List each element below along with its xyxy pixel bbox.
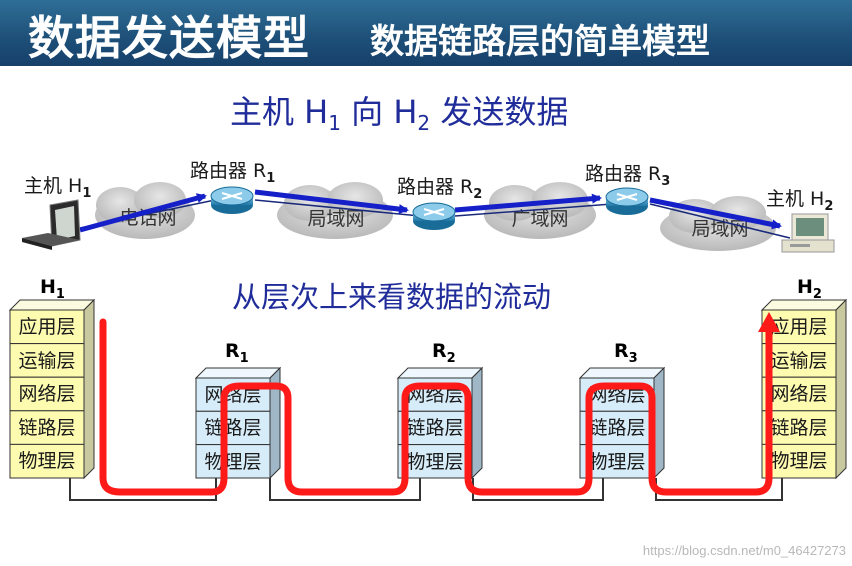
protocol-stack-h1: 应用层 运输层 网络层 链路层 物理层 xyxy=(8,298,96,480)
layer-label: 网络层 xyxy=(18,383,75,405)
stack-title-r1: R1 xyxy=(225,340,249,366)
protocol-stack-h2: 应用层 运输层 网络层 链路层 物理层 xyxy=(760,298,848,480)
layer-label: 网络层 xyxy=(770,383,827,405)
stack-title-h2: H2 xyxy=(797,276,822,302)
cloud-wan: 广域网 xyxy=(484,182,596,239)
middle-caption: 从层次上来看数据的流动 xyxy=(232,280,551,314)
router-icon xyxy=(605,187,649,215)
data-flow-arrowhead xyxy=(758,312,780,332)
data-flow-path xyxy=(99,318,773,496)
top-caption: 主机 H1 向 H2 发送数据 xyxy=(230,93,568,135)
stack-title-h1: H1 xyxy=(40,276,65,302)
watermark: https://blog.csdn.net/m0_46427273 xyxy=(642,543,846,558)
router-label: 路由器 R2 xyxy=(397,176,482,202)
router-icon xyxy=(210,186,254,214)
cloud-lan-1: 局域网 xyxy=(277,182,393,239)
slide-subtitle: 数据链路层的简单模型 xyxy=(370,22,710,62)
layer-label: 链路层 xyxy=(18,417,75,439)
layer-label: 链路层 xyxy=(770,417,827,439)
layer-label: 物理层 xyxy=(18,450,75,472)
protocol-stack-r2: 网络层 链路层 物理层 xyxy=(396,366,484,480)
router-icon xyxy=(412,202,456,230)
layer-label: 物理层 xyxy=(406,451,463,473)
cloud-label: 电话网 xyxy=(119,207,176,229)
cloud-label: 广域网 xyxy=(511,208,568,230)
layer-label: 物理层 xyxy=(204,451,261,473)
layer-label: 物理层 xyxy=(770,450,827,472)
router-label: 路由器 R3 xyxy=(585,163,670,189)
layer-label: 应用层 xyxy=(18,316,75,338)
host-h2-label: 主机 H2 xyxy=(766,188,833,214)
layer-label: 链路层 xyxy=(204,417,261,439)
protocol-stack-r1: 网络层 链路层 物理层 xyxy=(194,366,282,480)
layer-label: 链路层 xyxy=(406,417,463,439)
layer-label: 链路层 xyxy=(588,417,645,439)
stack-title-r3: R3 xyxy=(614,340,638,366)
data-path-arrows xyxy=(79,189,782,233)
layer-label: 运输层 xyxy=(18,350,75,372)
desktop-computer-icon xyxy=(781,213,835,253)
cloud-label: 局域网 xyxy=(691,218,748,240)
router-label: 路由器 R1 xyxy=(190,160,275,186)
layer-label: 应用层 xyxy=(770,316,827,338)
layer-label: 运输层 xyxy=(770,350,827,372)
title-bar: 数据发送模型 数据链路层的简单模型 xyxy=(0,0,852,66)
slide-title: 数据发送模型 xyxy=(28,11,310,65)
layer-label: 物理层 xyxy=(588,451,645,473)
cloud-label: 局域网 xyxy=(307,208,364,230)
host-h1-label: 主机 H1 xyxy=(24,175,91,201)
laptop-icon xyxy=(22,199,81,250)
stack-title-r2: R2 xyxy=(432,340,456,366)
